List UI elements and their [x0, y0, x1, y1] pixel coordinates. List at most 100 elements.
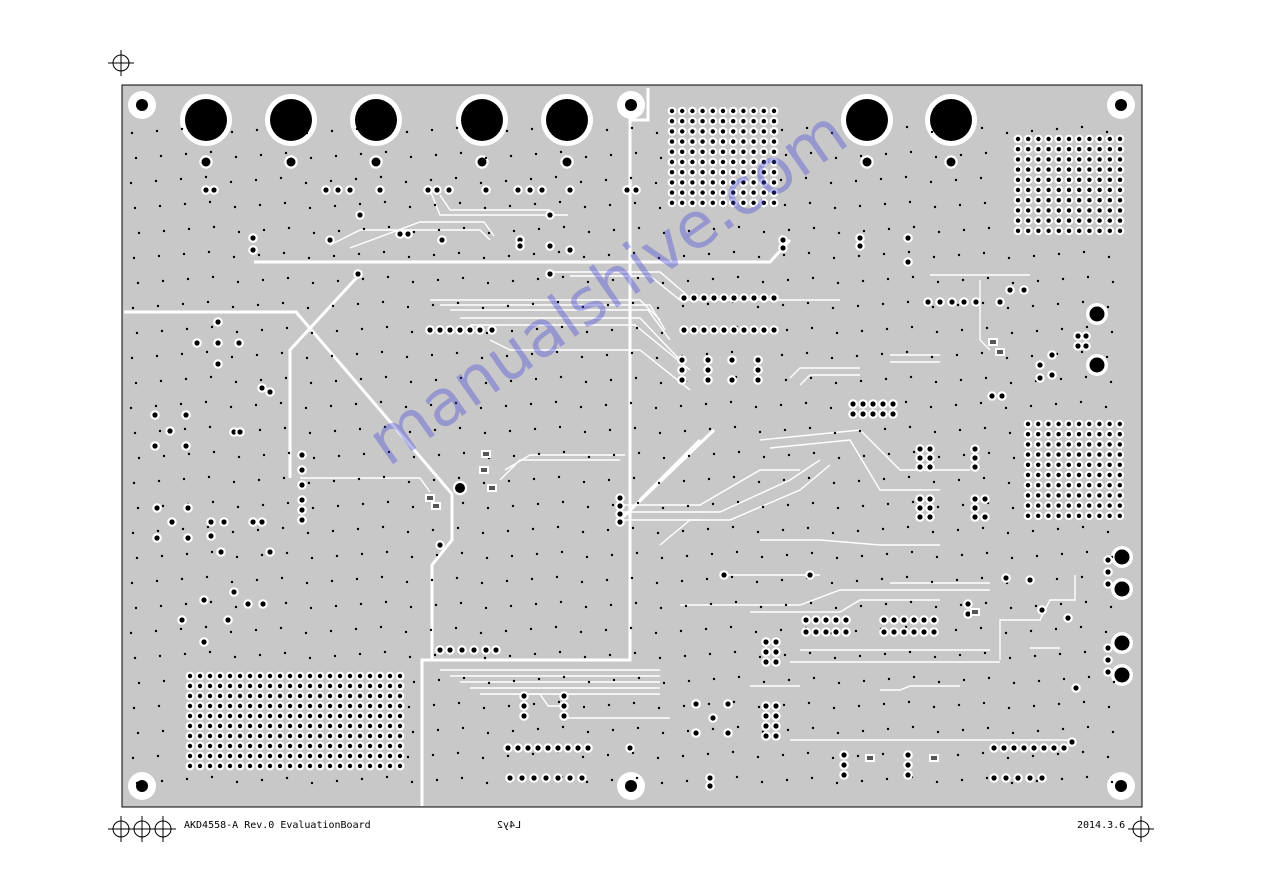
via [156, 304, 160, 308]
via [258, 653, 262, 657]
through-hole-pad [335, 187, 341, 193]
via [886, 502, 890, 506]
via [709, 602, 713, 606]
grid-via [1107, 198, 1113, 203]
via [210, 775, 214, 779]
via [754, 630, 758, 634]
via [955, 578, 959, 582]
through-hole-pad [1083, 343, 1089, 349]
grid-via [1107, 228, 1113, 233]
via [280, 351, 284, 355]
via [411, 730, 415, 734]
grid-via [1117, 513, 1123, 518]
via [508, 204, 512, 208]
via [185, 552, 189, 556]
via [485, 781, 489, 785]
via [957, 703, 961, 707]
via [412, 230, 416, 234]
via [909, 375, 913, 379]
through-hole-pad [841, 772, 847, 778]
grid-via [297, 743, 303, 749]
via [658, 206, 662, 210]
via [912, 225, 916, 229]
grid-via [741, 139, 746, 144]
via [204, 175, 208, 179]
via [908, 650, 912, 654]
grid-via [1107, 218, 1113, 223]
grid-via [1066, 228, 1072, 233]
through-hole-pad [917, 455, 923, 461]
grid-via [1025, 442, 1031, 447]
via [762, 680, 766, 684]
via [337, 229, 341, 233]
grid-via [1076, 472, 1082, 478]
via [959, 153, 963, 157]
through-hole-pad [857, 243, 863, 249]
via [908, 425, 912, 429]
via [561, 500, 565, 504]
through-hole-pad [741, 295, 747, 301]
via [807, 476, 811, 480]
through-hole-pad [773, 733, 779, 739]
via [209, 600, 213, 604]
grid-via [267, 743, 273, 749]
via [511, 504, 515, 508]
through-hole-pad [567, 775, 573, 781]
through-hole-pad [1041, 745, 1047, 751]
via [412, 680, 416, 684]
through-hole-pad [763, 723, 769, 729]
via [779, 403, 783, 407]
via [136, 281, 140, 285]
grid-via [700, 170, 705, 175]
through-hole-pad [755, 367, 761, 373]
via [785, 328, 789, 332]
via [462, 226, 466, 230]
via [384, 375, 388, 379]
via [555, 575, 559, 579]
via [831, 531, 835, 535]
via [954, 178, 958, 182]
grid-via [1107, 462, 1112, 467]
large-pad-icon [1114, 549, 1130, 565]
via [732, 475, 736, 479]
via [533, 427, 537, 431]
via [907, 475, 911, 479]
via [1010, 556, 1014, 560]
via [260, 553, 264, 557]
through-hole-pad [1027, 577, 1033, 583]
via [284, 151, 288, 155]
grid-via [1117, 493, 1123, 498]
via [658, 656, 662, 660]
through-hole-pad [208, 519, 214, 525]
grid-via [1036, 452, 1041, 457]
grid-via [387, 713, 393, 719]
via [180, 127, 184, 131]
via [784, 603, 788, 607]
grid-via [217, 753, 223, 759]
through-hole-pad [427, 327, 433, 333]
via [1037, 679, 1041, 683]
grid-via [227, 683, 233, 689]
grid-via [1117, 218, 1123, 223]
grid-via [1097, 493, 1102, 498]
via [955, 353, 959, 357]
grid-via [1077, 198, 1082, 203]
via [1060, 327, 1064, 331]
through-hole-pad [250, 247, 256, 253]
via [929, 180, 933, 184]
via [930, 130, 934, 134]
grid-via [720, 190, 726, 195]
through-hole-pad [565, 745, 571, 751]
via [634, 376, 638, 380]
through-hole-pad [1003, 775, 1009, 781]
via [561, 275, 565, 279]
grid-via [680, 170, 685, 175]
grid-via [1107, 442, 1112, 447]
via [334, 379, 338, 383]
via [958, 428, 962, 432]
through-hole-pad [299, 467, 305, 473]
through-hole-pad [707, 783, 713, 789]
via [230, 580, 234, 584]
grid-via [267, 723, 273, 729]
through-hole-pad [823, 617, 829, 623]
